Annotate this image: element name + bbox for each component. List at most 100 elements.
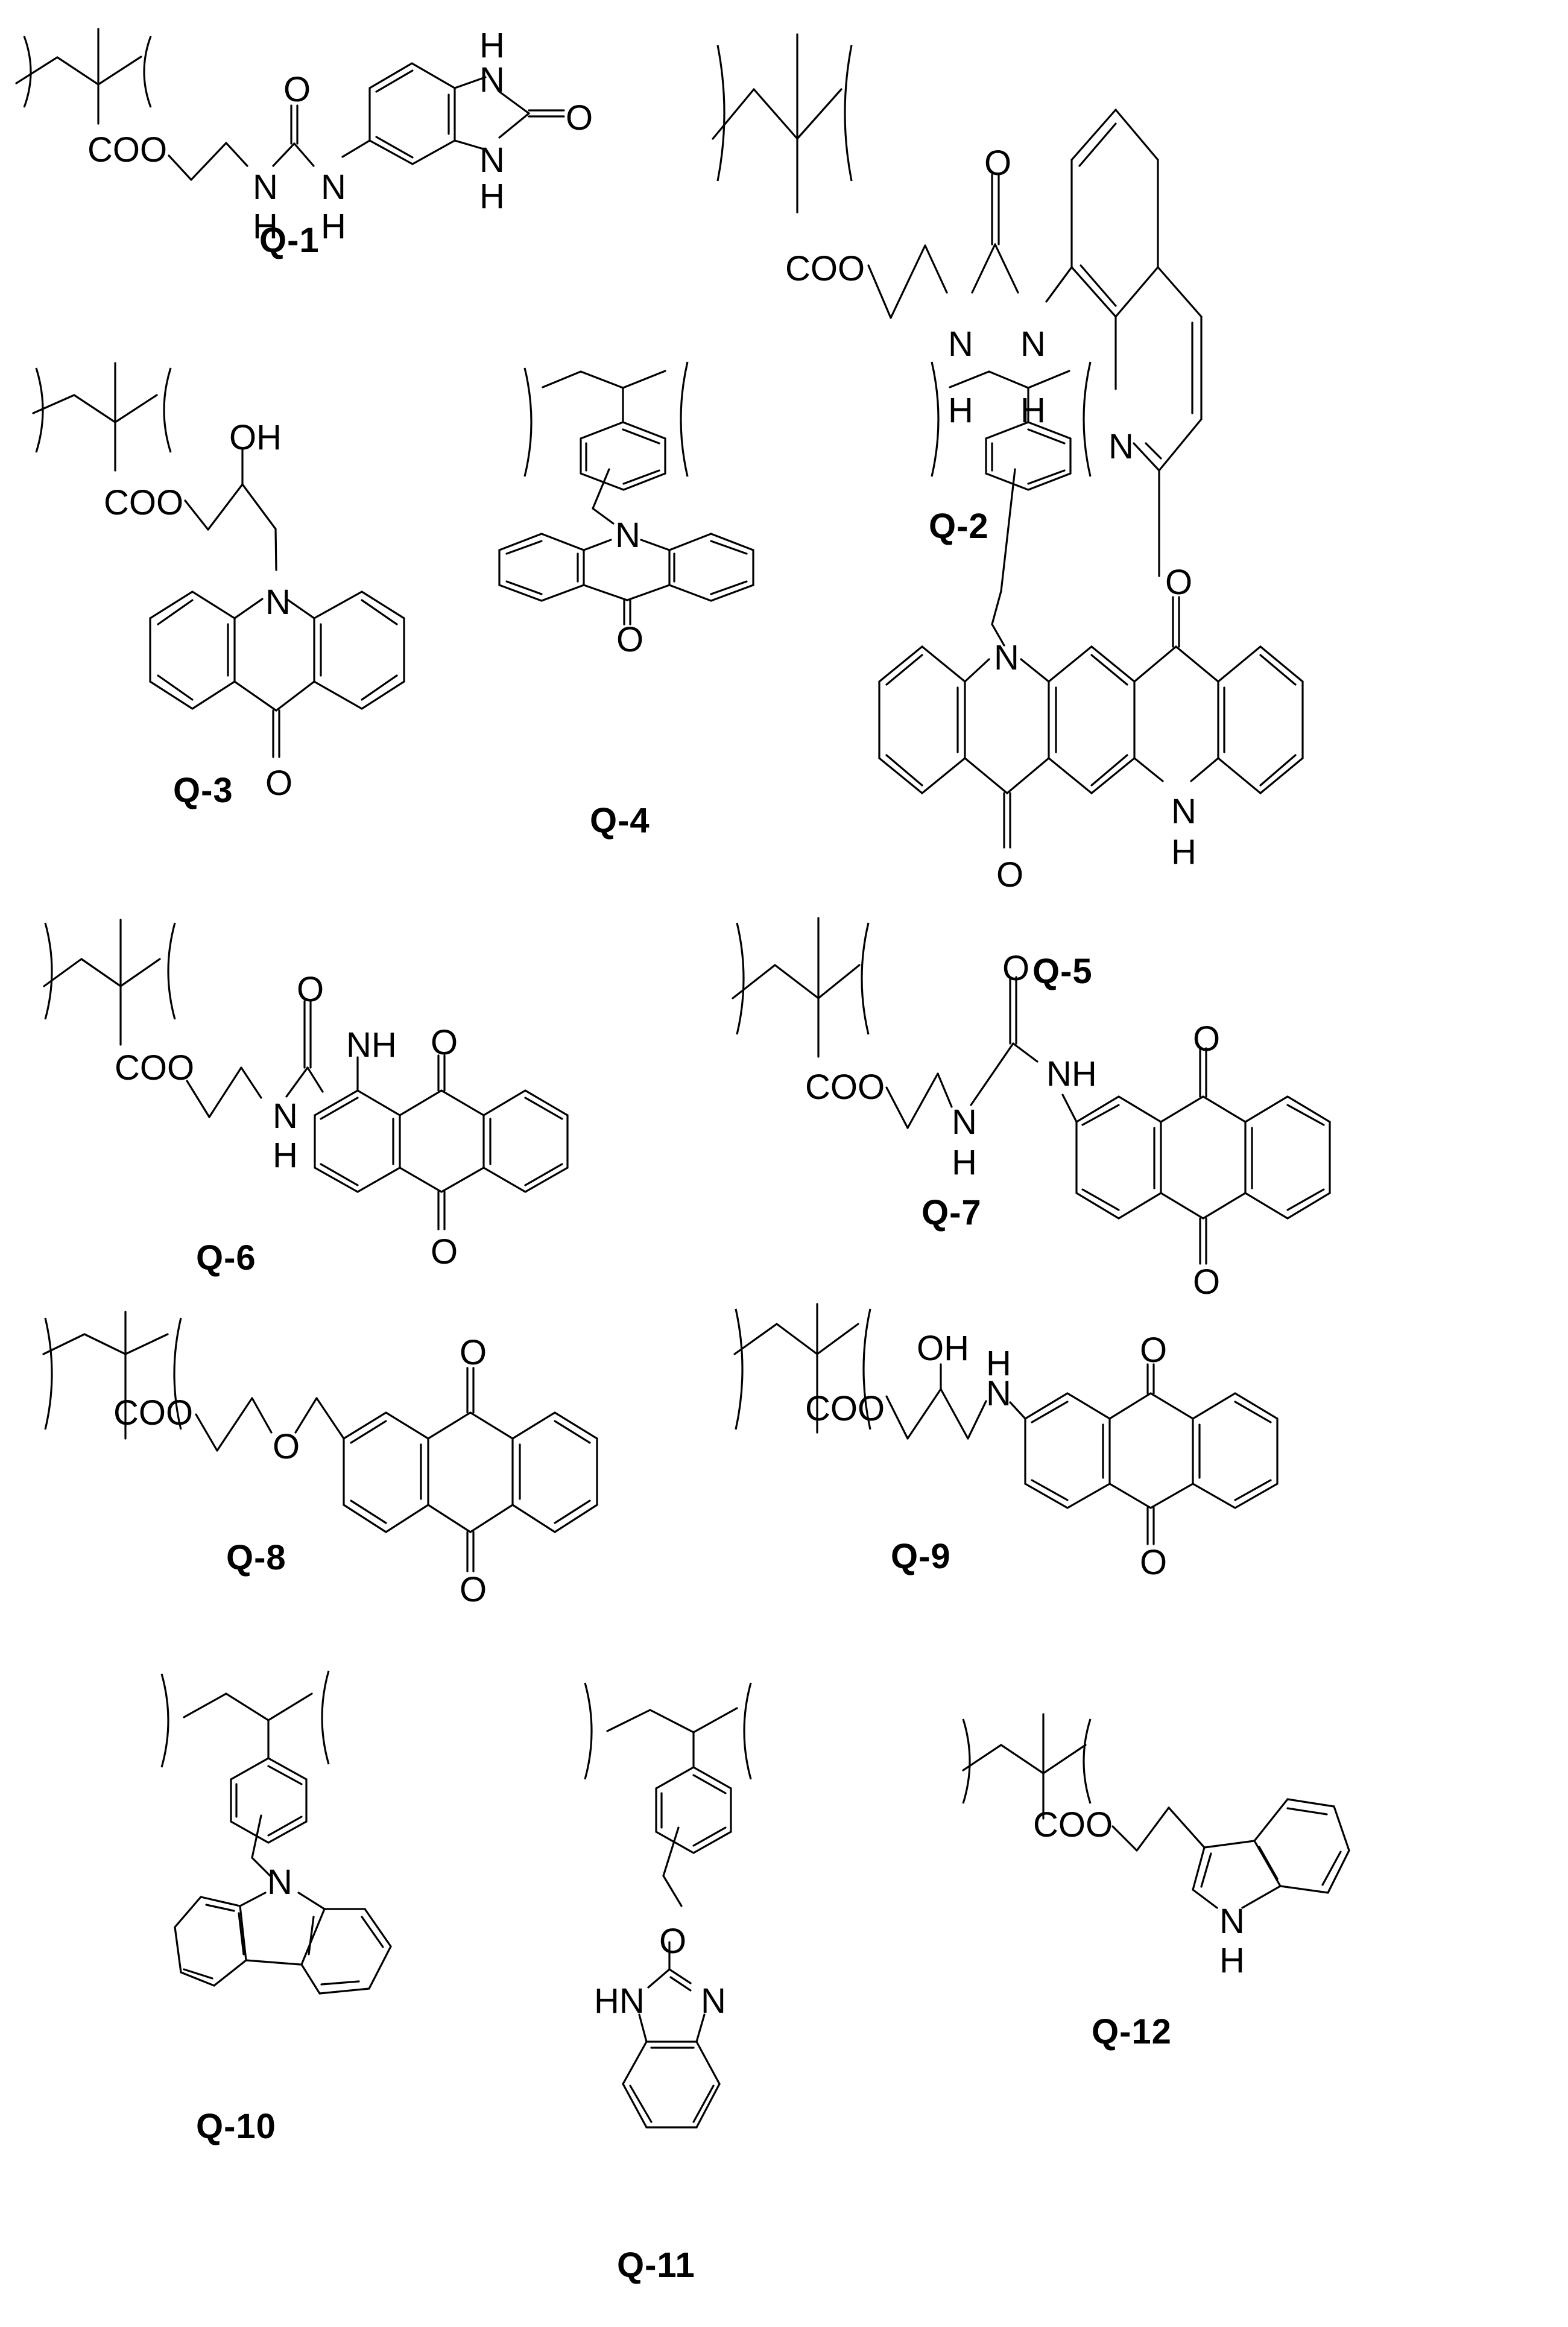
aromatic-inner-bond [157, 674, 194, 701]
single-bond [1136, 1806, 1170, 1852]
atom-label: O [460, 1333, 487, 1372]
single-bond [622, 472, 666, 491]
open-paren [736, 922, 745, 1035]
atom-label: H [253, 207, 278, 246]
single-bond [1111, 1825, 1138, 1852]
single-bond [890, 244, 926, 319]
single-bond [149, 590, 194, 619]
single-bond [385, 1411, 429, 1440]
atom-label: N [952, 1103, 977, 1142]
single-bond [1149, 1483, 1194, 1509]
compound-label: Q-12 [1092, 2012, 1172, 2051]
aromatic-inner-bond [1286, 1188, 1325, 1211]
single-bond [606, 1709, 651, 1732]
single-bond [245, 1959, 302, 1966]
aromatic-inner-bond [1081, 1188, 1120, 1211]
close-paren [862, 1308, 871, 1430]
atom-label: OH [229, 418, 282, 457]
aromatic-inner-bond [375, 136, 414, 159]
aromatic-inner-bond [710, 540, 748, 555]
single-bond [524, 1167, 569, 1193]
single-bond [285, 598, 315, 619]
single-bond [511, 1411, 556, 1440]
single-bond [1253, 1840, 1282, 1887]
single-bond [498, 90, 530, 115]
single-bond [300, 1908, 326, 1966]
atom-label: H [273, 1136, 298, 1175]
single-bond [482, 1089, 526, 1116]
single-bond [1286, 1095, 1331, 1123]
single-bond [1217, 757, 1262, 794]
single-bond [1024, 1483, 1069, 1509]
single-bond [267, 1820, 308, 1844]
close-paren [1083, 1718, 1092, 1804]
single-bond [207, 483, 244, 531]
single-bond [1114, 109, 1159, 161]
single-bond [753, 88, 798, 140]
atom-label: COO [87, 130, 167, 169]
aromatic-inner-bond [1234, 1479, 1272, 1501]
single-bond [368, 1945, 392, 1990]
open-paren [962, 1718, 971, 1804]
atom-label: N [1108, 427, 1134, 466]
single-bond [1168, 1806, 1206, 1849]
aromatic-inner-bond [622, 428, 660, 445]
single-bond [297, 1892, 326, 1910]
aromatic-inner-bond [1090, 654, 1128, 686]
single-bond [1075, 1095, 1120, 1123]
single-bond [315, 1397, 345, 1440]
single-bond [906, 1072, 939, 1129]
single-bond [583, 584, 628, 601]
close-paren [163, 367, 172, 453]
single-bond [469, 1504, 514, 1533]
single-bond [817, 964, 861, 999]
single-bond [733, 1323, 778, 1355]
single-bond [1160, 1095, 1204, 1123]
single-bond [580, 421, 624, 440]
single-bond [195, 1413, 218, 1452]
single-bond [368, 62, 413, 89]
atom-label: N [986, 1374, 1011, 1413]
single-bond [712, 88, 755, 140]
atom-label: H [1171, 832, 1197, 872]
single-bond [364, 1908, 392, 1948]
single-bond [1202, 1192, 1247, 1220]
single-bond [540, 584, 585, 602]
single-bond [343, 1504, 387, 1533]
atom-label: N [1020, 325, 1046, 364]
single-bond [1061, 1094, 1078, 1123]
compound-label: Q-8 [226, 1538, 286, 1577]
atom-label: NH [346, 1025, 397, 1065]
single-bond [119, 958, 161, 987]
atom-label: O [659, 1922, 686, 1961]
single-bond [1192, 1392, 1236, 1420]
single-bond [1234, 1392, 1279, 1420]
single-bond [962, 1744, 1002, 1771]
single-bond [73, 394, 116, 423]
single-bond [540, 533, 585, 551]
single-bond [240, 1066, 262, 1099]
aromatic-inner-bond [361, 1916, 384, 1948]
single-bond [314, 1089, 359, 1116]
single-bond [710, 584, 754, 602]
single-bond [1045, 266, 1073, 303]
single-bond [511, 1504, 556, 1533]
single-bond [267, 1757, 308, 1781]
single-bond [640, 539, 671, 551]
single-bond [964, 757, 1008, 794]
single-bond [285, 1066, 309, 1098]
single-bond [482, 1167, 526, 1193]
open-paren [44, 1317, 53, 1430]
atom-label: COO [785, 249, 865, 288]
single-bond [1234, 1483, 1279, 1509]
single-bond [1244, 1192, 1289, 1220]
single-bond [622, 2040, 648, 2085]
aromatic-inner-bond [1031, 1479, 1069, 1501]
atom-label: N [1171, 792, 1197, 831]
